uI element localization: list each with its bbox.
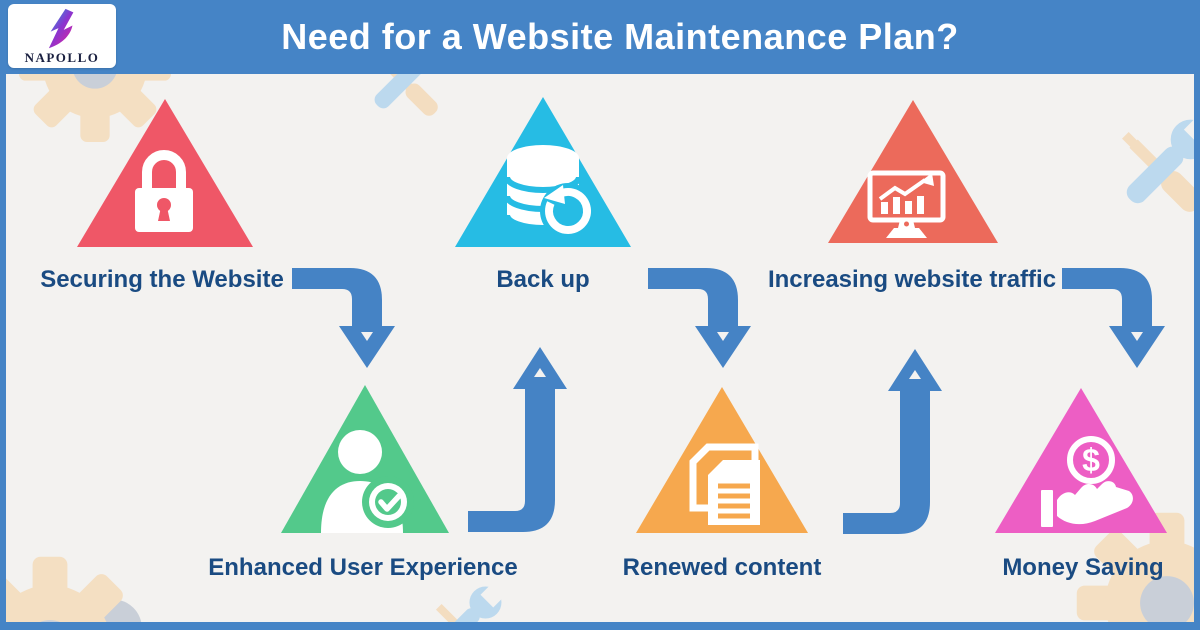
- triangle-website-traffic: [828, 100, 998, 243]
- label-securing-website: Securing the Website: [40, 266, 284, 293]
- gear-icon: [0, 556, 142, 630]
- triangle-securing-website: [77, 99, 253, 247]
- database-refresh-icon: [504, 145, 596, 239]
- label-renewed-content: Renewed content: [622, 554, 822, 581]
- page-title: Need for a Website Maintenance Plan?: [281, 16, 959, 57]
- hand-dollar-icon: $: [1041, 436, 1133, 527]
- header-bar: NAPOLLO Need for a Website Maintenance P…: [0, 0, 1200, 74]
- label-user-experience: Enhanced User Experience: [208, 554, 518, 581]
- label-website-traffic: Increasing website traffic: [767, 266, 1057, 293]
- arrow-down-icon: [648, 268, 751, 368]
- svg-text:$: $: [1082, 442, 1100, 478]
- crossed-tools-icon: [1122, 113, 1200, 212]
- gear-icon: [1076, 512, 1200, 630]
- napollo-logo-text: NAPOLLO: [24, 50, 100, 65]
- arrow-up-icon: [468, 347, 567, 532]
- napollo-logo-mark: [48, 8, 74, 49]
- triangle-back-up: [455, 97, 631, 247]
- right-border: [1194, 0, 1200, 630]
- triangle-user-experience: [281, 385, 449, 533]
- arrow-up-icon: [843, 349, 942, 534]
- arrow-down-icon: [292, 268, 395, 368]
- triangle-renewed-content: [636, 387, 808, 533]
- monitor-chart-icon: [867, 170, 946, 238]
- documents-icon: [689, 443, 760, 525]
- label-back-up: Back up: [496, 266, 590, 293]
- bottom-border: [0, 622, 1200, 630]
- arrow-down-icon: [1062, 268, 1165, 368]
- label-money-saving: Money Saving: [1002, 554, 1164, 581]
- triangle-money-saving: $: [995, 388, 1167, 533]
- user-check-icon: [321, 430, 414, 533]
- lock-icon: [135, 150, 193, 232]
- left-border: [0, 0, 6, 630]
- napollo-logo: NAPOLLO: [8, 4, 116, 68]
